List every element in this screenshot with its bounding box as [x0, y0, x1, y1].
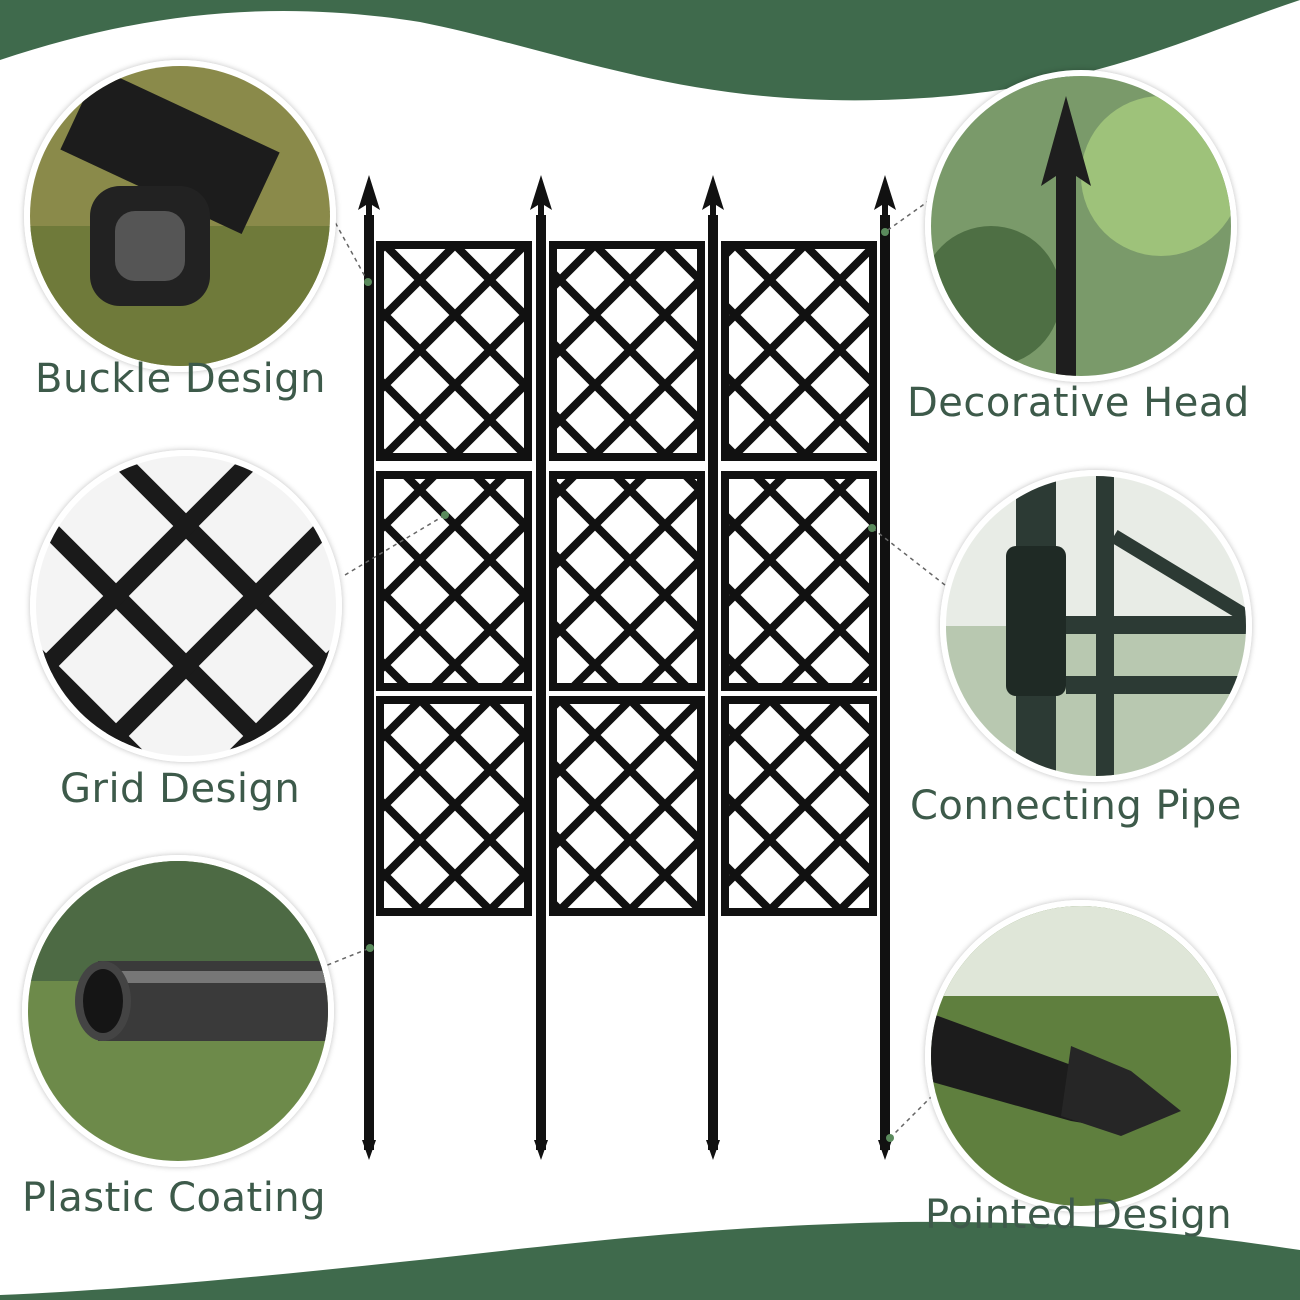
top-wave: [0, 0, 1300, 101]
trellis-posts: [358, 175, 896, 1160]
connecting-pipe-label: Connecting Pipe: [910, 783, 1242, 829]
bottom-wave: [0, 1221, 1300, 1300]
decorative-head-label: Decorative Head: [907, 380, 1250, 426]
pointed-stake-icon: [925, 900, 1237, 1212]
spear-finial-icon: [925, 70, 1237, 382]
plastic-coating-label: Plastic Coating: [22, 1175, 327, 1221]
connecting-pipe-icon: [940, 470, 1252, 782]
lattice-grid-icon: [30, 450, 342, 762]
trellis-panels: [376, 241, 877, 916]
buckle-closeup-icon: [24, 60, 336, 372]
coated-tube-icon: [22, 855, 334, 1167]
buckle-design-label: Buckle Design: [35, 356, 326, 402]
grid-design-label: Grid Design: [60, 766, 301, 812]
pointed-design-label: Pointed Design: [925, 1192, 1233, 1238]
leader-dots: [364, 228, 894, 1142]
